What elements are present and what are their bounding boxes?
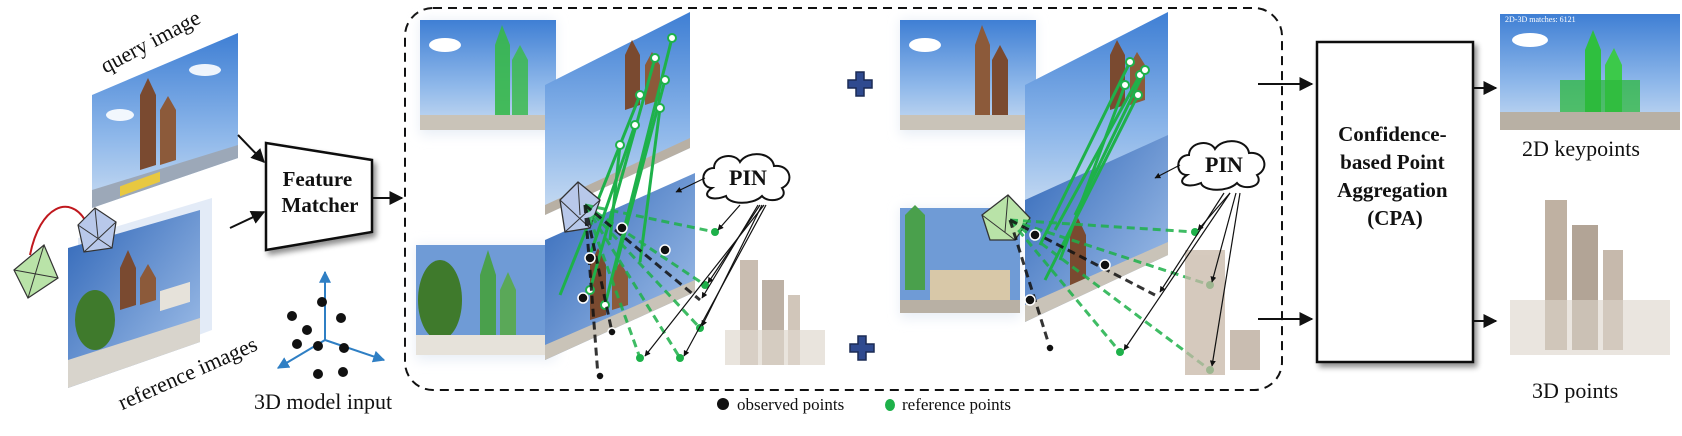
svg-text:observed points: observed points <box>737 395 844 414</box>
legend: observed points reference points <box>717 395 1011 414</box>
ref-to-matcher-arrow <box>229 211 266 229</box>
svg-text:PIN: PIN <box>1205 152 1243 177</box>
reference-point-marker <box>885 399 895 411</box>
pin-panel-2 <box>900 12 1260 375</box>
feature-matcher-block <box>264 141 374 252</box>
keypoints-image: 2D-3D matches: 6121 <box>1500 14 1680 130</box>
plus-icon <box>847 71 875 361</box>
3d-model-input-icon <box>276 270 386 379</box>
feature-matcher-label: Feature Matcher <box>282 167 359 217</box>
camera-pair <box>13 205 117 299</box>
pin-cloud-2: PIN <box>1123 140 1266 367</box>
model-input-label: 3D model input <box>254 389 393 414</box>
pin-cloud-1: PIN <box>644 153 791 357</box>
point-cloud-1 <box>725 260 825 365</box>
reference-images <box>68 198 212 388</box>
svg-text:2D-3D matches: 6121: 2D-3D matches: 6121 <box>1505 15 1576 24</box>
cpa-block <box>1315 40 1475 364</box>
points3d-image <box>1510 200 1670 355</box>
query-to-matcher-arrow <box>237 134 265 164</box>
points3d-label: 3D points <box>1532 378 1619 403</box>
keypoints-label: 2D keypoints <box>1522 136 1640 161</box>
cpa-label: Confidence- based Point Aggregation (CPA… <box>1337 122 1453 230</box>
query-image <box>92 33 238 208</box>
pin-stage-dashed-box <box>404 7 1283 391</box>
svg-text:PIN: PIN <box>729 165 767 190</box>
observed-point-marker <box>717 398 729 410</box>
svg-text:reference points: reference points <box>902 395 1011 414</box>
point-cloud-2 <box>1185 250 1260 375</box>
pin-panel-1 <box>416 12 825 381</box>
